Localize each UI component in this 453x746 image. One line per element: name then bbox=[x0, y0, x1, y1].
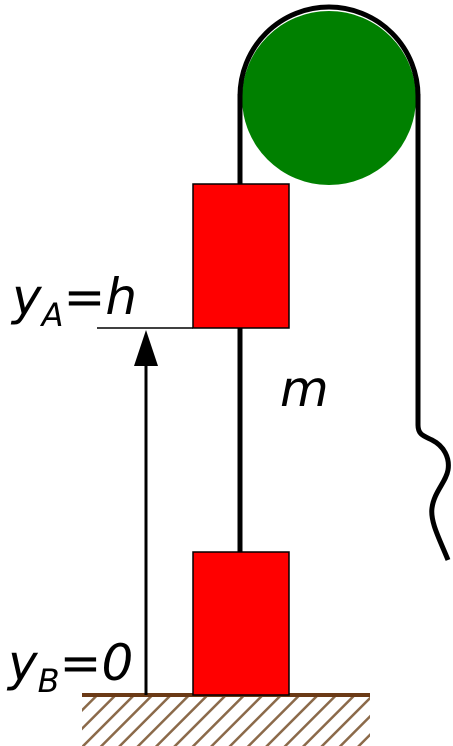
block-position-b bbox=[192, 551, 290, 696]
label-ya: yA=h bbox=[10, 268, 137, 334]
label-ya-var: y bbox=[10, 268, 43, 326]
rope-right-free-end bbox=[415, 94, 451, 561]
ground-hatch bbox=[82, 696, 370, 746]
label-mass: m bbox=[280, 360, 329, 418]
label-ya-rhs: =h bbox=[63, 268, 137, 326]
height-arrow-head bbox=[134, 330, 158, 366]
pulley-wheel bbox=[242, 11, 416, 185]
label-yb: yB=0 bbox=[6, 634, 133, 700]
block-position-a bbox=[192, 183, 290, 329]
label-yb-sub: B bbox=[38, 662, 60, 700]
label-ya-sub: A bbox=[40, 296, 64, 334]
rope-over-pulley bbox=[237, 4, 421, 97]
label-yb-rhs: =0 bbox=[60, 634, 134, 692]
label-yb-var: y bbox=[6, 634, 39, 692]
